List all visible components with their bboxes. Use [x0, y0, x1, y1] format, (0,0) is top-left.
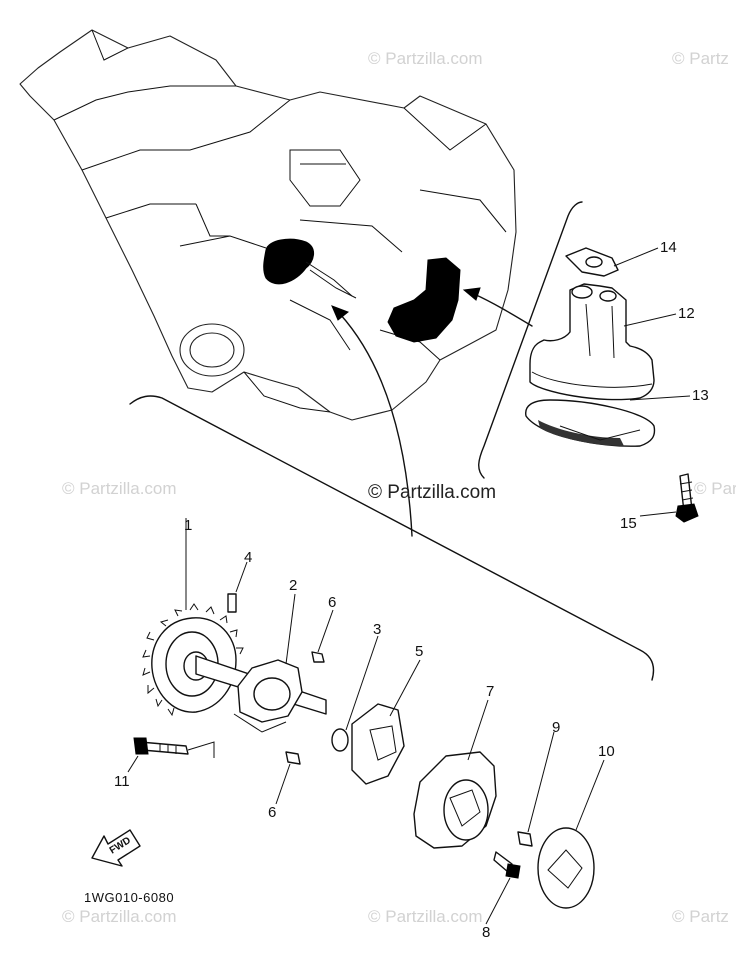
section-brackets — [129, 201, 655, 681]
watermark-bottom-left: © Partzilla.com — [62, 907, 177, 926]
callout-3: 3 — [373, 621, 381, 638]
callout-15: 15 — [620, 515, 637, 532]
watermark-top-center: © Partzilla.com — [368, 49, 483, 68]
watermark-mid-left: © Partzilla.com — [62, 479, 177, 498]
rotor-5 — [351, 703, 405, 785]
callout-6-lower: 6 — [268, 804, 276, 821]
callout-8: 8 — [482, 924, 490, 941]
callout-7: 7 — [486, 683, 494, 700]
flow-arrows — [331, 287, 533, 537]
callout-5: 5 — [415, 643, 423, 660]
watermark-mid-right: © Par — [694, 479, 736, 498]
engine-crankcase — [19, 29, 517, 421]
callout-14: 14 — [660, 239, 677, 256]
oil-strainer-assembly — [525, 247, 699, 523]
callout-9: 9 — [552, 719, 560, 736]
callout-6-upper: 6 — [328, 594, 336, 611]
callout-1: 1 — [184, 517, 192, 534]
engine-openings — [263, 238, 461, 343]
fwd-arrow: FWD — [91, 829, 141, 867]
callout-4: 4 — [244, 549, 252, 566]
plate-10 — [537, 827, 595, 909]
washer-3 — [331, 728, 349, 752]
callout-11: 11 — [114, 773, 130, 790]
callout-13: 13 — [692, 387, 709, 404]
pin-4 — [227, 593, 237, 613]
watermark-layer: © Partzilla.com © Partzilla.com © Partz … — [62, 49, 736, 926]
watermark-bottom-center: © Partzilla.com — [368, 907, 483, 926]
oil-pump-assembly — [133, 593, 595, 909]
diagram-code: 1WG010-6080 — [84, 890, 174, 905]
watermark-top-right: © Partz — [672, 49, 729, 68]
watermark-center: © Partzilla.com — [368, 482, 496, 503]
dowel-9 — [517, 831, 533, 847]
callout-2: 2 — [289, 577, 297, 594]
dowel-6-lower — [285, 751, 301, 765]
callout-10: 10 — [598, 743, 615, 760]
watermark-bottom-right: © Partz — [672, 907, 729, 926]
dowel-6-upper — [311, 651, 325, 663]
callout-12: 12 — [678, 305, 695, 322]
leader-lines — [127, 247, 691, 925]
strainer-body-12 — [529, 283, 655, 401]
callout-labels: 1 2 3 4 5 6 6 7 8 9 10 11 12 13 14 15 — [114, 239, 709, 941]
